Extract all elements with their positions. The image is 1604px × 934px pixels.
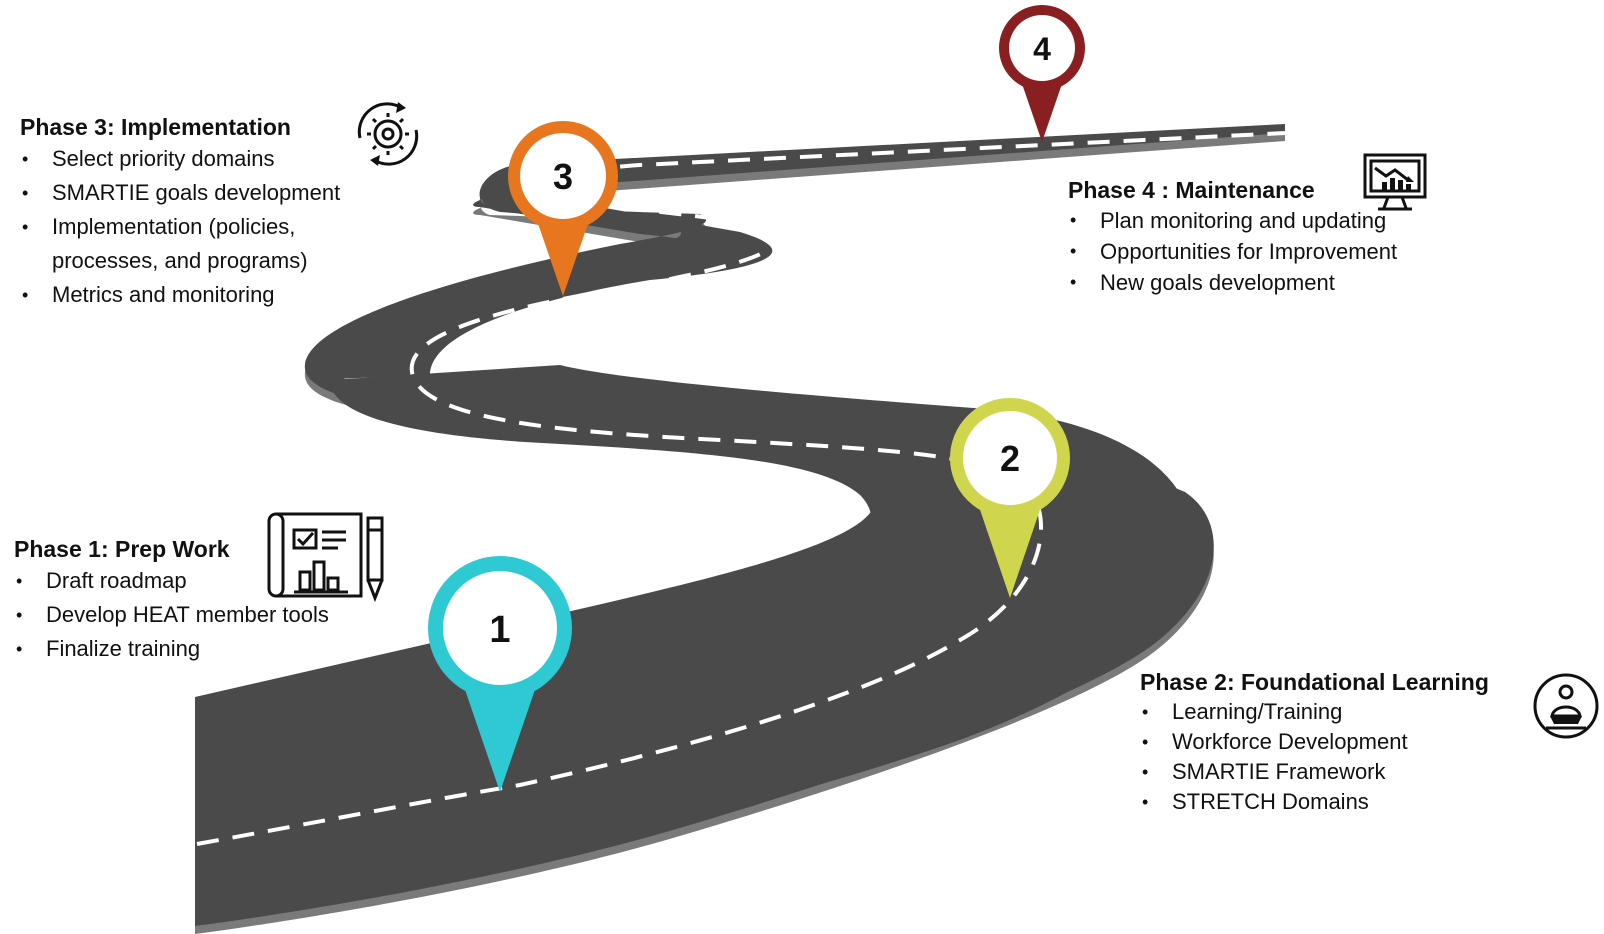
- pin-3-inner: [520, 133, 606, 219]
- phase-2-title: Phase 2: Foundational Learning: [1140, 669, 1489, 695]
- pin-2: [950, 398, 1070, 598]
- pin-2-inner: [963, 411, 1057, 505]
- reader-icon: [1533, 673, 1599, 739]
- phase-4-block: Phase 4 : Maintenance Plan monitoring an…: [1068, 175, 1397, 298]
- list-item: Implementation (policies,: [20, 210, 340, 244]
- road-curve-lower: [195, 365, 1196, 920]
- pin-3-tail: [535, 215, 591, 296]
- list-item: Workforce Development: [1140, 727, 1489, 757]
- list-item-continuation: processes, and programs): [52, 248, 308, 273]
- pin-2-label: 2: [1000, 438, 1020, 479]
- phase-1-list: Draft roadmap Develop HEAT member tools …: [14, 564, 329, 666]
- phase-4-title: Phase 4 : Maintenance: [1068, 177, 1315, 203]
- pin-3: [508, 121, 618, 296]
- phase-3-title: Phase 3: Implementation: [20, 114, 291, 140]
- list-item: STRETCH Domains: [1140, 787, 1489, 817]
- phase-2-block: Phase 2: Foundational Learning Learning/…: [1140, 667, 1489, 817]
- gear-cycle-icon: [357, 102, 419, 166]
- list-item: SMARTIE Framework: [1140, 757, 1489, 787]
- pin-4-tail: [1020, 78, 1064, 142]
- pin-1-inner: [443, 571, 557, 685]
- phase-2-list: Learning/Training Workforce Development …: [1140, 697, 1489, 817]
- pin-4: [999, 5, 1085, 142]
- pin-1: [428, 556, 572, 792]
- list-item: Metrics and monitoring: [20, 278, 340, 312]
- phase-4-list: Plan monitoring and updating Opportuniti…: [1068, 205, 1397, 298]
- pin-1-tail: [460, 675, 540, 792]
- phase-3-block: Phase 3: Implementation Select priority …: [20, 112, 340, 312]
- list-item: Opportunities for Improvement: [1068, 236, 1397, 267]
- list-item: Draft roadmap: [14, 564, 329, 598]
- list-item: Finalize training: [14, 632, 329, 666]
- list-item: Learning/Training: [1140, 697, 1489, 727]
- pin-3-label: 3: [553, 156, 573, 197]
- pin-1-label: 1: [489, 609, 510, 651]
- phase-1-title: Phase 1: Prep Work: [14, 536, 230, 562]
- monitor-chart-icon: [1363, 153, 1427, 211]
- pin-2-tail: [975, 495, 1045, 598]
- road-curve-upper: [309, 168, 773, 380]
- phase-3-list: Select priority domains SMARTIE goals de…: [20, 142, 340, 312]
- pin-4-label: 4: [1033, 31, 1051, 67]
- pin-4-inner: [1009, 15, 1075, 81]
- list-item: Develop HEAT member tools: [14, 598, 329, 632]
- list-item: New goals development: [1068, 267, 1397, 298]
- list-item: Plan monitoring and updating: [1068, 205, 1397, 236]
- list-item: SMARTIE goals development: [20, 176, 340, 210]
- list-item: Select priority domains: [20, 142, 340, 176]
- phase-1-block: Phase 1: Prep Work Draft roadmap Develop…: [14, 534, 329, 666]
- blueprint-icon: [267, 512, 384, 603]
- lane-marking: [196, 131, 1286, 846]
